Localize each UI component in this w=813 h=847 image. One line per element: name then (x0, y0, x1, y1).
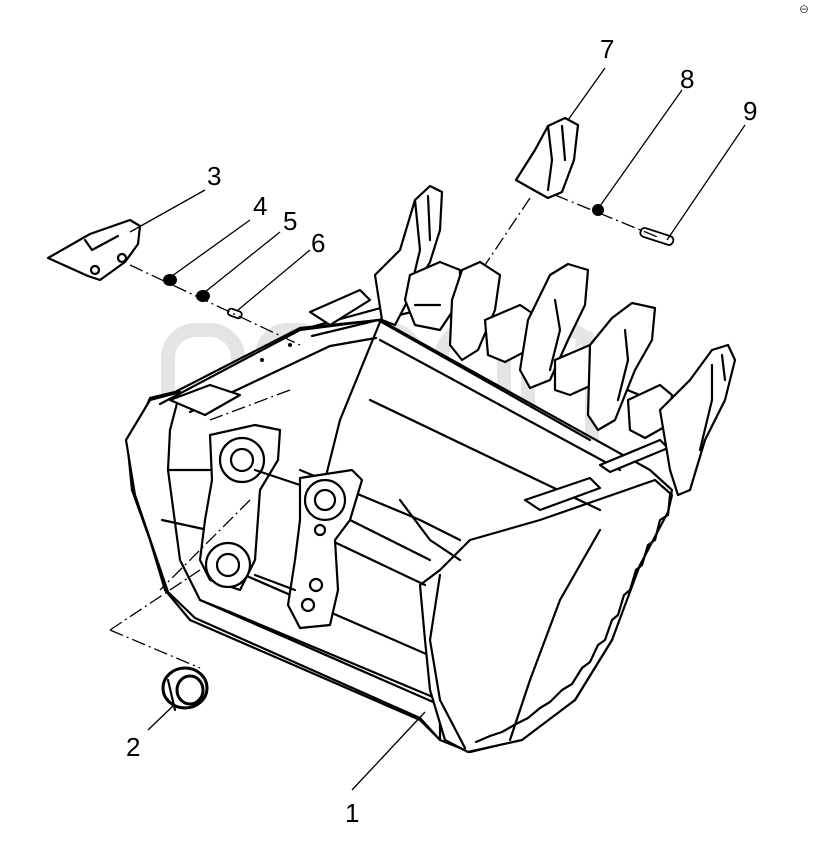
callout-4: 4 (253, 191, 267, 221)
callout-6: 6 (311, 228, 325, 258)
callout-3: 3 (207, 161, 221, 191)
bushing-part-2 (161, 666, 209, 712)
callout-5: 5 (283, 206, 297, 236)
corner-mark: ⊖ (798, 2, 809, 16)
lock-washer-part-4 (163, 274, 177, 286)
side-cutter-part-3 (46, 218, 142, 282)
tooth-part-7 (514, 116, 580, 200)
callout-9: 9 (743, 96, 757, 126)
bucket-teeth (373, 184, 737, 497)
callout-7: 7 (600, 34, 614, 64)
small-parts (161, 204, 675, 712)
callout-1: 1 (345, 798, 359, 828)
leader-lines (129, 67, 746, 791)
hinge-lugs (198, 423, 364, 630)
side-cutters (168, 288, 670, 512)
callout-labels: 1 2 3 4 5 6 7 8 9 (126, 34, 757, 828)
bucket-body (124, 298, 702, 754)
assembly-lines (109, 194, 661, 669)
callout-2: 2 (126, 732, 140, 762)
retainer-part-5 (196, 290, 210, 302)
lock-washer-part-8 (592, 204, 604, 216)
callout-8: 8 (680, 64, 694, 94)
